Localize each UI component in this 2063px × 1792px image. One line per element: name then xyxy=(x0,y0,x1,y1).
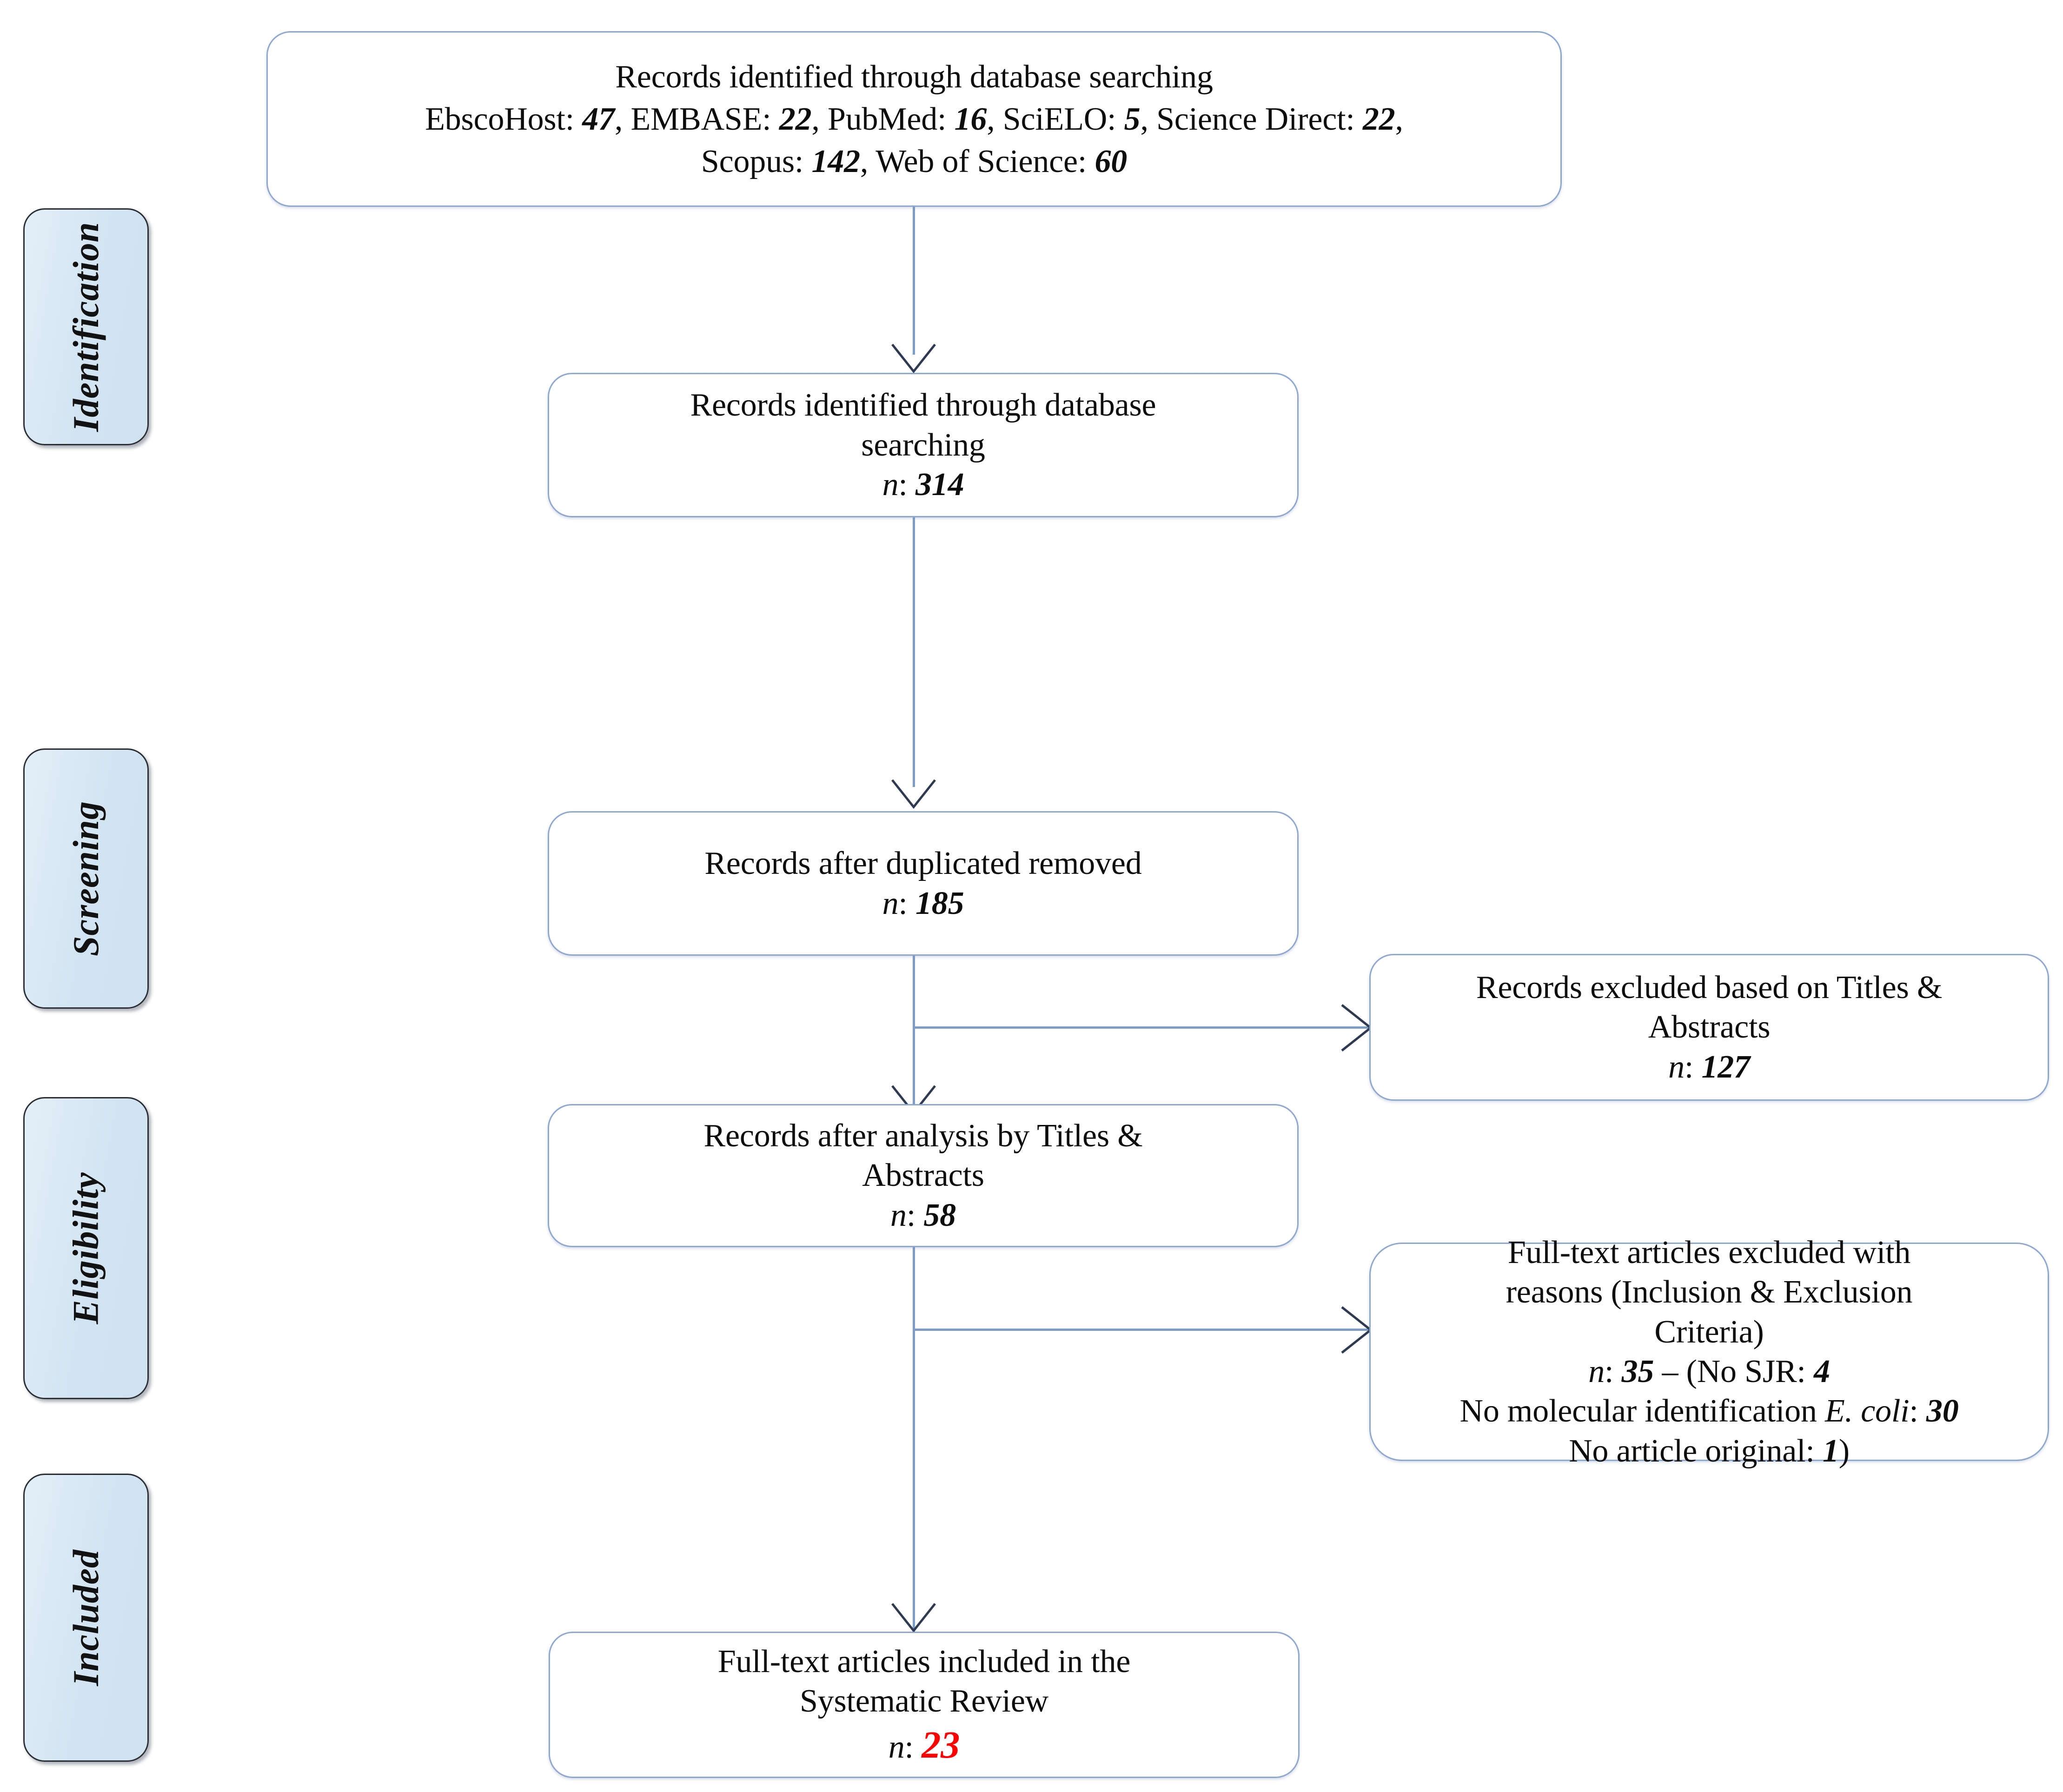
node-line-title-3: Criteria) xyxy=(1654,1314,1764,1350)
node-line-reason-molecular: No molecular identification E. coli: 30 xyxy=(1380,1391,2038,1431)
n-value: 314 xyxy=(915,467,964,503)
node-line-title: Full-text articles excluded with xyxy=(1507,1234,1911,1270)
src-count-web-of-science: 60 xyxy=(1095,143,1128,179)
connector-total-to-dedup xyxy=(913,517,915,787)
node-line-count: n: 35 – (No SJR: 4 xyxy=(1380,1352,2038,1391)
n-separator: : xyxy=(1605,1354,1622,1389)
src-count-pubmed: 16 xyxy=(954,101,987,137)
src-label-embase: , EMBASE: xyxy=(614,101,779,137)
node-line-reason-original: No article original: 1) xyxy=(1380,1431,2038,1471)
node-line-title-2: Systematic Review xyxy=(799,1683,1049,1719)
arrowhead-titles-to-included xyxy=(886,1601,942,1633)
n-label: n xyxy=(882,467,899,503)
node-line-sources-2: Scopus: 142, Web of Science: 60 xyxy=(284,140,1545,183)
node-fulltext-excluded: Full-text articles excluded with reasons… xyxy=(1369,1235,2049,1469)
connector-identified-to-total xyxy=(913,206,915,355)
reason-label-no-molecular: No molecular identification xyxy=(1459,1393,1825,1429)
node-line-count: n: 127 xyxy=(1386,1047,2032,1087)
reason-label-no-original: No article original: xyxy=(1569,1433,1823,1469)
node-line-count: n: 185 xyxy=(565,884,1281,923)
connector-branch-fulltext-excluded xyxy=(913,1329,1371,1331)
node-records-after-duplicates: Records after duplicated removed n: 185 xyxy=(548,811,1299,956)
reason-close-paren: ) xyxy=(1838,1433,1850,1469)
node-line-title: Records excluded based on Titles & xyxy=(1476,969,1943,1005)
species-name-e-coli: E. coli xyxy=(1825,1393,1910,1429)
node-line-sources-1: EbscoHost: 47, EMBASE: 22, PubMed: 16, S… xyxy=(284,98,1545,140)
src-count-ebscohost: 47 xyxy=(582,101,615,137)
node-line-title: Records identified through database xyxy=(690,387,1156,423)
n-value: 185 xyxy=(915,885,964,921)
node-line-title-2: searching xyxy=(861,427,985,463)
node-line-count: n: 314 xyxy=(565,465,1281,504)
n-value-total: 35 xyxy=(1621,1354,1654,1389)
node-line-title: Records after analysis by Titles & xyxy=(703,1118,1143,1154)
phase-box-eligibility: Eligibility xyxy=(23,1097,149,1399)
src-count-scielo: 5 xyxy=(1124,101,1141,137)
arrowhead-total-to-dedup xyxy=(886,777,942,810)
arrowhead-identified-to-total xyxy=(886,342,942,374)
n-value: 127 xyxy=(1701,1049,1750,1085)
n-separator: : xyxy=(904,1729,922,1765)
node-line-title: Full-text articles included in the xyxy=(717,1643,1131,1680)
node-line-title-2: Abstracts xyxy=(862,1157,984,1194)
node-line-title: Records identified through database sear… xyxy=(615,59,1213,95)
n-label: n xyxy=(888,1729,905,1765)
reason-count-no-original: 1 xyxy=(1822,1433,1839,1469)
src-label-web-of-science: , Web of Science: xyxy=(860,143,1095,179)
reason-count-no-molecular: 30 xyxy=(1926,1393,1959,1429)
connector-branch-excluded-titles xyxy=(913,1026,1371,1029)
phase-label-identification: Identification xyxy=(66,222,106,432)
n-separator: : xyxy=(898,467,915,503)
node-records-excluded-titles: Records excluded based on Titles & Abstr… xyxy=(1369,954,2049,1101)
phase-label-eligibility: Eligibility xyxy=(66,1172,106,1324)
node-line-title: Records after duplicated removed xyxy=(704,846,1142,882)
n-label: n xyxy=(1588,1354,1605,1389)
src-label-scielo: , SciELO: xyxy=(987,101,1124,137)
n-label: n xyxy=(1668,1049,1685,1085)
src-label-ebscohost: EbscoHost: xyxy=(425,101,583,137)
n-separator: : xyxy=(906,1197,924,1233)
reason-separator-molecular: : xyxy=(1909,1393,1926,1429)
connector-dedup-to-titles xyxy=(913,955,915,1116)
node-line-count: n: 23 xyxy=(566,1721,1282,1768)
src-count-embase: 22 xyxy=(779,101,812,137)
connector-titles-to-included xyxy=(913,1247,915,1632)
n-value-highlight: 23 xyxy=(922,1723,960,1766)
phase-box-screening: Screening xyxy=(23,748,149,1009)
node-line-count: n: 58 xyxy=(565,1196,1281,1235)
n-separator: : xyxy=(1684,1049,1702,1085)
node-fulltext-included: Full-text articles included in the Syste… xyxy=(549,1632,1300,1778)
src-label-scopus: Scopus: xyxy=(701,143,812,179)
src-count-scopus: 142 xyxy=(811,143,860,179)
reason-count-no-sjr: 4 xyxy=(1813,1354,1830,1389)
n-value: 58 xyxy=(923,1197,956,1233)
src-comma: , xyxy=(1395,101,1403,137)
node-line-title-2: reasons (Inclusion & Exclusion xyxy=(1506,1274,1913,1310)
node-line-title-2: Abstracts xyxy=(1648,1009,1771,1045)
phase-box-identification: Identification xyxy=(23,208,149,445)
phase-box-included: Included xyxy=(23,1474,149,1762)
n-label: n xyxy=(882,885,899,921)
node-records-identified-total: Records identified through database sear… xyxy=(548,373,1299,517)
reason-label-no-sjr: – (No SJR: xyxy=(1654,1354,1814,1389)
phase-label-screening: Screening xyxy=(66,800,106,957)
node-records-identified-sources: Records identified through database sear… xyxy=(266,31,1562,207)
n-label: n xyxy=(890,1197,907,1233)
src-label-pubmed: , PubMed: xyxy=(811,101,955,137)
node-records-after-titles: Records after analysis by Titles & Abstr… xyxy=(548,1104,1299,1247)
n-separator: : xyxy=(898,885,915,921)
src-label-science-direct: , Science Direct: xyxy=(1140,101,1363,137)
src-count-science-direct: 22 xyxy=(1362,101,1395,137)
phase-label-included: Included xyxy=(66,1549,106,1686)
